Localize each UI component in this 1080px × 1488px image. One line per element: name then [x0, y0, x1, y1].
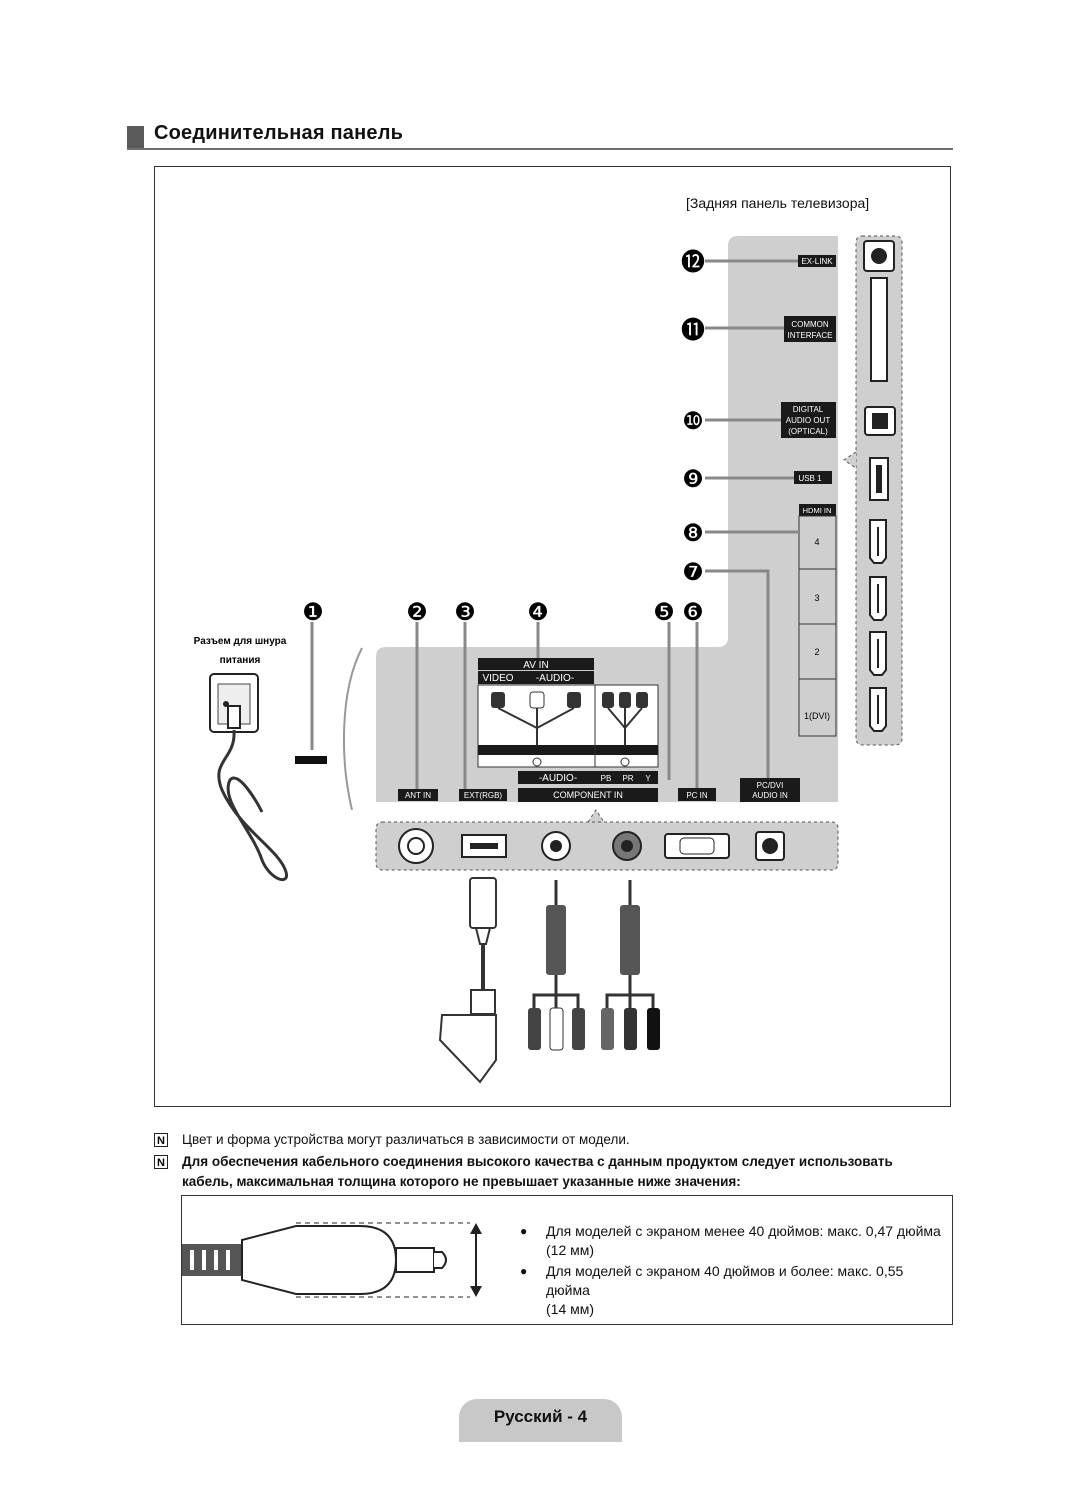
hdmi-1-label: 1(DVI)	[804, 711, 830, 721]
note-icon: N	[154, 1133, 168, 1147]
callout-numbers: ❶ ❷ ❸ ❹ ❺ ❻ ❼ ❽ ❾ ❿ ⓫ ⓬	[302, 249, 705, 626]
callout-6: ❻	[682, 599, 704, 626]
cable-spec-item: ● Для моделей с экраном менее 40 дюймов:…	[520, 1222, 950, 1260]
bottom-port-labels: ANT IN EXT(RGB) COMPONENT IN PC IN PC/DV…	[398, 778, 800, 802]
rear-panel-caption: [Задняя панель телевизора]	[686, 195, 870, 211]
cable-spec-item: ● Для моделей с экраном 40 дюймов и боле…	[520, 1262, 950, 1319]
note-text-line1: Для обеспечения кабельного соединения вы…	[182, 1154, 893, 1169]
hdmi-3-label: 3	[814, 593, 819, 603]
panel-edge-curve	[343, 647, 363, 811]
cable-spec-item2-line1: Для моделей с экраном 40 дюймов и более:…	[546, 1263, 904, 1298]
usb-label: USB 1	[798, 474, 822, 483]
audio-out-label: AUDIO OUT	[786, 416, 831, 425]
cable-thickness-illustration	[182, 1222, 482, 1298]
diagram-frame	[154, 166, 951, 1107]
hdmi-2-label: 2	[814, 647, 819, 657]
exlink-label: EX-LINK	[801, 257, 833, 266]
callout-3: ❸	[454, 599, 476, 626]
callout-leader-lines	[310, 259, 799, 790]
note-icon: N	[154, 1155, 168, 1169]
power-caption-line1: Разъем для шнура	[194, 636, 287, 647]
pc-in-label: PC IN	[686, 791, 708, 800]
bottom-closeup-pointer	[587, 809, 605, 823]
av-in-label: AV IN	[523, 660, 548, 671]
callout-5: ❺	[653, 599, 675, 626]
callout-9: ❾	[682, 466, 704, 493]
callout-4: ❹	[527, 599, 549, 626]
av-cable-icon	[528, 880, 585, 1051]
hdmi-4-label: 4	[814, 537, 819, 547]
power-socket-icon	[209, 673, 259, 733]
cable-spec-item1-line2: (12 мм)	[546, 1242, 595, 1258]
callout-12: ⓬	[681, 249, 705, 276]
ant-in-label: ANT IN	[405, 791, 431, 800]
callout-11: ⓫	[681, 317, 705, 344]
cable-spec-list: ● Для моделей с экраном менее 40 дюймов:…	[520, 1222, 950, 1321]
pcdvi-label: PC/DVI	[757, 781, 784, 790]
cable-spec-item2-line2: (14 мм)	[546, 1301, 595, 1317]
y-label: Y	[645, 774, 651, 783]
ext-rgb-label: EXT(RGB)	[464, 791, 503, 800]
pcdvi-audio-label: AUDIO IN	[752, 791, 788, 800]
title-rule	[127, 148, 953, 150]
scart-cable-icon	[438, 877, 497, 1084]
section-title-mark	[127, 126, 144, 148]
callout-8: ❽	[682, 520, 704, 547]
pb-label: PB	[601, 774, 612, 783]
audio-label-top: -AUDIO-	[536, 673, 574, 684]
note-text: Цвет и форма устройства могут различатьс…	[182, 1132, 630, 1147]
page-number-tab: Русский - 4	[459, 1399, 622, 1442]
audio-label-bottom: -AUDIO-	[539, 773, 577, 784]
component-in-label: COMPONENT IN	[553, 790, 623, 800]
digital-label: DIGITAL	[793, 405, 824, 414]
callout-7: ❼	[682, 559, 704, 586]
callout-2: ❷	[406, 599, 428, 626]
cable-spec-item1-line1: Для моделей с экраном менее 40 дюймов: м…	[546, 1223, 941, 1239]
callout-1: ❶	[302, 599, 324, 626]
common-label: COMMON	[791, 320, 829, 329]
side-port-labels: EX-LINK COMMON INTERFACE DIGITAL AUDIO O…	[781, 255, 837, 737]
side-closeup-pointer	[843, 451, 857, 469]
pr-label: PR	[622, 774, 633, 783]
video-label: VIDEO	[482, 673, 513, 684]
callout-10: ❿	[682, 408, 704, 435]
bottom-port-icons	[398, 828, 785, 864]
section-title: Соединительная панель	[154, 122, 404, 144]
power-cord-icon	[217, 729, 288, 882]
power-caption-line2: питания	[220, 655, 261, 666]
component-cable-icon	[601, 880, 660, 1050]
svg-text:N: N	[157, 1157, 165, 1169]
cable-spec-box	[181, 1195, 953, 1325]
svg-text:N: N	[157, 1135, 165, 1147]
hdmi-in-label: HDMI IN	[803, 506, 832, 515]
optical-label: (OPTICAL)	[788, 427, 828, 436]
power-connector-bar	[295, 756, 327, 764]
common-interface-slot-icon	[870, 277, 888, 382]
av-component-block: AV IN VIDEO -AUDIO- -AUDIO- PB PR Y	[477, 658, 659, 784]
interface-label: INTERFACE	[788, 331, 833, 340]
note-text-line2: кабель, максимальная толщина которого не…	[182, 1174, 741, 1189]
